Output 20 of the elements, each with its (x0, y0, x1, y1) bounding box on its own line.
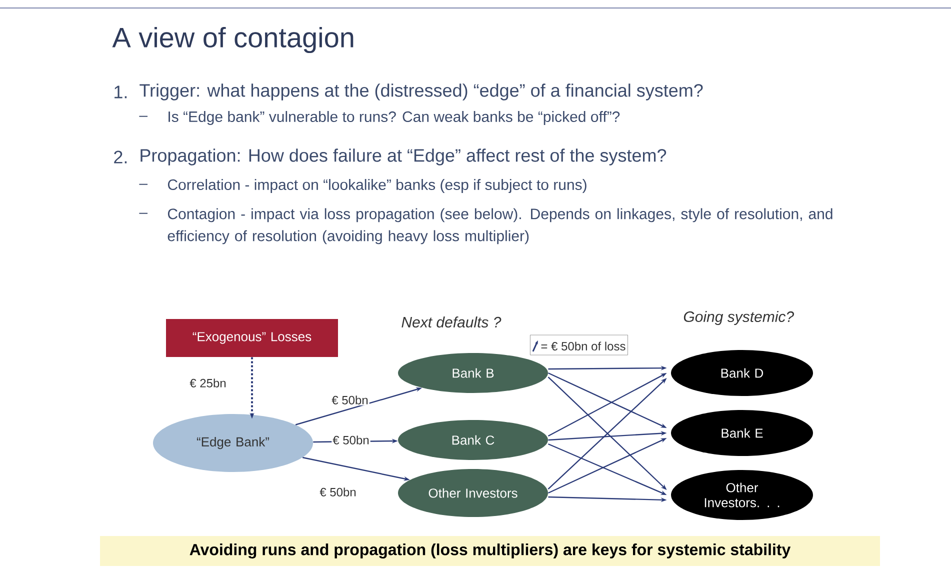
list-subitem: Is “Edge bank” vulnerable to runs? Can weak banks be “picked off”? (168, 111, 620, 125)
list-number: 1. (114, 86, 127, 98)
list-item: Propagation: How does failure at “Edge” affect rest of the system? (140, 148, 666, 166)
bullet-dash: – (139, 116, 148, 117)
list-subitem: Correlation - impact on “lookalike” banks (esp if subject to runs) (168, 179, 586, 193)
column-heading: Next defaults ? (402, 316, 502, 328)
loss-box: “Exogenous” Losses (166, 319, 338, 357)
bullet-dash: – (139, 212, 148, 214)
edge-label: € 50bn (318, 486, 358, 498)
slide-title: A view of contagion (112, 26, 354, 54)
list-subitem: Contagion - impact via loss propagation (see below). Depends on linkages, style of resolution, and efficiency of resolution (avoiding heavy loss multiplier) (168, 208, 832, 244)
legend-box: = € 50bn of loss (530, 334, 628, 356)
column-heading: Going systemic? (684, 311, 794, 325)
edge-label: € 50bn (332, 434, 370, 446)
banner-note: Avoiding runs and propagation (loss multipliers) are keys for systemic stability (100, 536, 880, 566)
edge-label: € 50bn (330, 394, 370, 406)
list-number: 2. (114, 150, 127, 164)
bullet-dash: – (139, 184, 148, 185)
list-item: Trigger: what happens at the (distressed) “edge” of a financial system? (140, 84, 703, 100)
edge-label: € 25bn (188, 378, 228, 388)
